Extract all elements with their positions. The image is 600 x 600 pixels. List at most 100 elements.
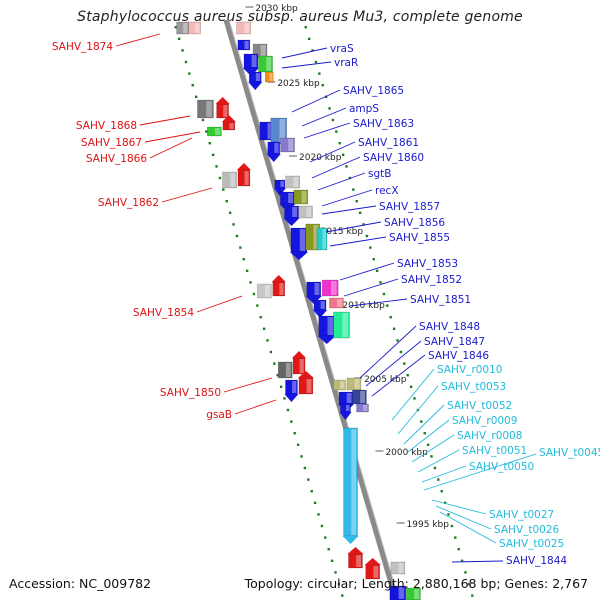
track-dot <box>304 26 307 29</box>
track-dot <box>457 548 460 551</box>
gene-label: SAHV_1847 <box>424 336 485 348</box>
feature-body <box>257 283 272 299</box>
feature-shine <box>351 429 357 535</box>
track-dot <box>420 420 423 423</box>
ruler-tick-label: 2015 kbp <box>321 227 364 237</box>
track-dot <box>252 292 256 296</box>
feature-shine <box>229 123 234 129</box>
leader-line <box>325 221 382 233</box>
leader-line <box>435 505 492 530</box>
feature-shine <box>313 225 319 249</box>
feature-shine <box>183 23 188 33</box>
rna-gene-label-SAHV_t0025: SAHV_t0025 <box>439 511 564 550</box>
feature-arrowhead <box>364 558 381 565</box>
leader-line <box>115 33 161 47</box>
feature-shine <box>292 381 297 393</box>
feature-shine <box>322 229 326 249</box>
left-gene-label-SAHV_1850: SAHV_1850 <box>160 377 273 399</box>
gene-label: SAHV_1854 <box>133 307 194 319</box>
leader-line <box>339 262 395 281</box>
track-dot <box>328 107 331 110</box>
feature-shine <box>244 23 250 33</box>
topology-text: Topology: circular; Length: 2,880,168 bp… <box>244 576 588 591</box>
right-gene-label-SAHV_1852: SAHV_1852 <box>343 274 462 297</box>
left-feature <box>236 163 251 187</box>
rna-gene-label-SAHV_r0010: SAHV_r0010 <box>391 364 502 421</box>
track-dot <box>379 281 382 284</box>
left-gene-label-gsaB: gsaB <box>206 399 277 421</box>
right-gene-label-SAHV_1855: SAHV_1855 <box>329 232 450 247</box>
track-dot <box>211 153 215 156</box>
feature-body <box>389 585 407 600</box>
right-feature <box>280 137 295 153</box>
gene-label: SAHV_1862 <box>98 197 159 209</box>
gene-label: SAHV_t0050 <box>469 461 534 473</box>
right-feature <box>258 55 273 73</box>
left-gene-label-SAHV_1868: SAHV_1868 <box>76 115 191 132</box>
track-dot <box>259 316 262 319</box>
ruler-tick-label: 2010 kbp <box>342 301 385 311</box>
rna-gene-label-SAHV_t0045: SAHV_t0045 <box>423 447 600 491</box>
gene-label: SAHV_1865 <box>343 85 404 97</box>
track-dot <box>454 536 457 539</box>
feature-shine <box>244 171 249 185</box>
right-gene-label-SAHV_1844: SAHV_1844 <box>451 555 567 567</box>
leader-line <box>329 236 387 247</box>
feature-shine <box>279 283 284 295</box>
leader-line <box>343 278 399 297</box>
right-feature <box>305 281 322 304</box>
leader-line <box>223 377 273 393</box>
track-dot <box>269 350 273 354</box>
track-dot <box>392 327 396 330</box>
gene-label: SAHV_1861 <box>358 137 419 149</box>
gene-label: SAHV_1852 <box>401 274 462 286</box>
gene-label: SAHV_1874 <box>52 41 113 53</box>
track-dot <box>313 501 317 504</box>
track-dot <box>426 443 430 446</box>
feature-shine <box>274 143 279 153</box>
ruler-tick-label: 2000 kbp <box>385 448 428 458</box>
right-gene-label-vraS: vraS <box>281 43 354 59</box>
left-feature <box>188 21 201 35</box>
feature-body <box>293 189 309 205</box>
feature-shine <box>354 379 360 389</box>
track-dot <box>177 37 181 40</box>
right-feature <box>321 279 339 297</box>
ruler-tick-label: 2025 kbp <box>277 79 320 89</box>
track-dot <box>369 246 372 249</box>
track-dot <box>286 408 290 412</box>
feature-shine <box>414 589 420 599</box>
feature-shine <box>306 379 312 393</box>
feature-body <box>356 403 369 413</box>
ruler-tick-label: 2020 kbp <box>299 153 342 163</box>
ruler-tick-label: 2005 kbp <box>364 375 407 385</box>
right-feature <box>356 403 369 413</box>
leader-line <box>291 89 341 113</box>
feature-shine <box>356 555 362 567</box>
leader-line <box>301 107 347 127</box>
feature-body <box>390 561 406 575</box>
leader-line <box>397 385 439 435</box>
feature-shine <box>340 381 345 389</box>
track-dot <box>266 339 269 342</box>
feature-body <box>237 39 251 51</box>
feature-shine <box>285 363 291 377</box>
gene-label: SAHV_1846 <box>428 350 489 362</box>
feature-body <box>321 279 339 297</box>
leader-line <box>161 187 213 203</box>
right-feature <box>237 39 251 51</box>
feature-shine <box>279 119 286 143</box>
track-dot <box>409 385 413 388</box>
right-feature <box>273 179 286 196</box>
track-dot <box>330 559 334 562</box>
feature-body <box>333 379 346 391</box>
track-dot <box>262 327 266 330</box>
leader-line <box>149 137 193 159</box>
track-dot <box>335 130 338 133</box>
gene-label: SAHV_r0009 <box>452 415 517 427</box>
track-dot <box>321 84 324 87</box>
leader-line <box>321 189 373 207</box>
track-dot <box>314 60 318 64</box>
feature-body <box>406 587 421 600</box>
